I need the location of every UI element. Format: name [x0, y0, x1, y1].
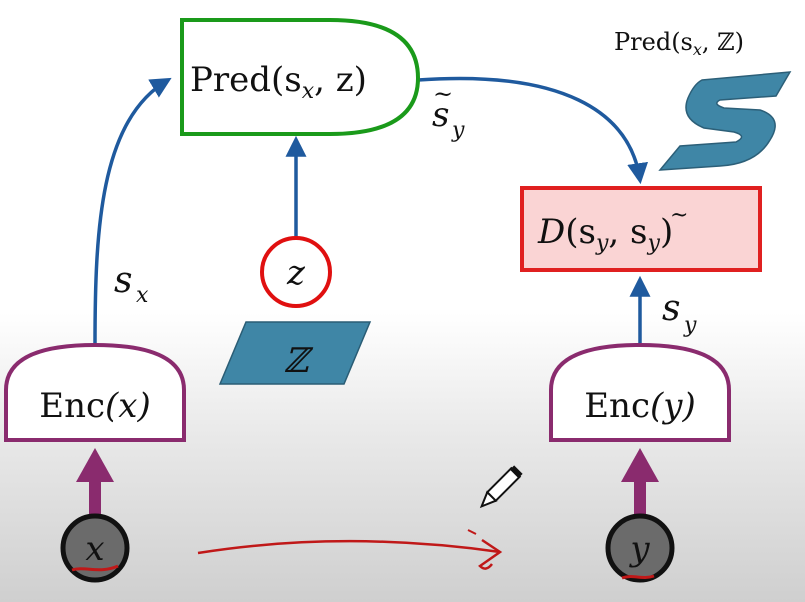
arrow-encx-to-pred	[93, 77, 172, 346]
svg-text:s: s	[114, 260, 132, 301]
input-y-label: y	[628, 529, 650, 569]
pred-output-label: s ~ y	[432, 80, 465, 143]
svg-text:y: y	[451, 118, 465, 143]
input-y-node: y	[605, 513, 675, 583]
underline-x-annotation	[71, 564, 119, 572]
latent-set: ℤ	[218, 321, 372, 385]
distance-tilde: ~	[670, 203, 688, 228]
input-x-label: x	[85, 529, 104, 569]
svg-text:~: ~	[433, 80, 453, 108]
encoder-x-label: Enc(x)	[39, 386, 150, 426]
handdrawn-arrow-annotation	[197, 529, 503, 570]
svg-text:y: y	[683, 313, 697, 338]
svg-text:s: s	[662, 288, 680, 329]
svg-text:s: s	[432, 95, 449, 135]
distance-label: D(sy, sy)	[537, 212, 673, 256]
svg-text:x: x	[136, 283, 149, 308]
underline-y-annotation	[621, 574, 655, 580]
input-x-node: x	[60, 513, 130, 583]
encoder-y-label: Enc(y)	[584, 386, 696, 426]
predictor-label: Pred(sx, z)	[190, 60, 367, 104]
arrow-x-to-encx	[76, 448, 114, 516]
latent-z-label: z	[286, 253, 306, 293]
predictor-legend: Pred(sx, ℤ)	[614, 28, 792, 171]
latent-variable: z	[260, 236, 332, 308]
predictor-legend-label: Pred(sx, ℤ)	[614, 28, 744, 59]
s-shape-icon	[658, 71, 792, 171]
arrow-y-to-ency	[621, 448, 659, 516]
sy-label: s y	[662, 288, 697, 338]
predictor-block: Pred(sx, z)	[180, 18, 421, 136]
encoder-x-block: Enc(x)	[4, 342, 186, 442]
sx-label: s x	[114, 260, 149, 308]
arrow-pred-to-distance	[417, 76, 649, 185]
distance-block: D(sy, sy) ~	[520, 186, 762, 272]
pencil-cursor-icon	[479, 465, 523, 509]
encoder-y-block: Enc(y)	[549, 342, 731, 442]
